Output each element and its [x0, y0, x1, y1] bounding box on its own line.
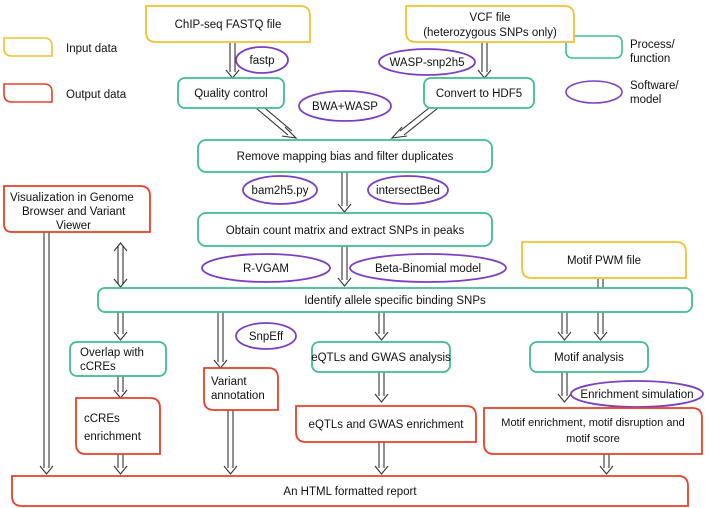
arrow-hdf5-to-remove: [390, 103, 439, 139]
output-variant-annotation: Variant annotation: [203, 367, 279, 411]
legend-software-label-1: Software/: [630, 80, 679, 92]
arrow-ccres-to-report: [113, 454, 128, 475]
software-intersectbed-label: intersectBed: [376, 185, 440, 197]
legend-input-swatch: [3, 37, 53, 57]
legend-process-swatch: [565, 35, 623, 59]
arrow-eqtlenrich-to-report: [374, 442, 389, 475]
legend-software-swatch: [565, 80, 623, 104]
process-qc: Quality control: [177, 77, 285, 109]
software-enrichment-sim-label: Enrichment simulation: [580, 389, 693, 401]
input-vcf-label-1: VCF file: [470, 12, 511, 24]
arrow-identify-to-variant: [213, 312, 228, 369]
process-hdf5: Convert to HDF5: [423, 77, 535, 109]
output-eqtl-gwas-enrichment: eQTLs and GWAS enrichment: [295, 405, 477, 443]
output-visualization: Visualization in Genome Browser and Vari…: [3, 185, 151, 233]
arrow-motif-to-enrich: [557, 372, 572, 403]
input-vcf: VCF file (heterozygous SNPs only): [405, 5, 575, 43]
process-count-matrix-label: Obtain count matrix and extract SNPs in …: [226, 225, 465, 237]
output-visualization-label-3: Viewer: [56, 220, 91, 232]
software-rvgam: R-VGAM: [201, 253, 331, 283]
software-rvgam-label: R-VGAM: [243, 263, 289, 275]
software-bwa-wasp: BWA+WASP: [298, 90, 392, 122]
software-bwa-wasp-label: BWA+WASP: [312, 101, 378, 113]
flow-arrows: [39, 43, 614, 475]
output-motif-enrichment-label-2: motif score: [566, 433, 620, 445]
input-vcf-label-2: (heterozygous SNPs only): [423, 27, 557, 39]
software-betabinomial-label: Beta-Binomial model: [375, 263, 481, 275]
legend-output-swatch: [3, 83, 53, 103]
output-ccres-enrichment-label-1: cCREs: [84, 413, 120, 425]
software-intersectbed: intersectBed: [367, 175, 449, 205]
output-ccres-enrichment-label-2: enrichment: [84, 431, 142, 443]
process-overlap-ccres: Overlap with cCREs: [69, 341, 167, 377]
output-visualization-label-2: Browser and Variant: [22, 206, 126, 218]
arrow-eqtl-to-enrich: [374, 372, 389, 403]
process-identify-asb-label: Identify allele specific binding SNPs: [304, 295, 486, 307]
arrow-overlap-to-ccres: [113, 376, 128, 399]
legend-output-label: Output data: [66, 89, 127, 101]
legend-software-label-2: model: [630, 94, 661, 106]
input-motif-pwm: Motif PWM file: [521, 241, 687, 279]
legend-process-label-1: Process/: [630, 39, 676, 51]
output-visualization-label-1: Visualization in Genome: [10, 192, 134, 204]
arrow-identify-to-eqtl: [374, 312, 389, 341]
arrow-qc-to-remove: [255, 103, 298, 139]
process-motif-analysis: Motif analysis: [529, 341, 649, 373]
process-overlap-ccres-label-2: cCREs: [80, 361, 116, 373]
process-remove-bias-label: Remove mapping bias and filter duplicate…: [237, 151, 454, 163]
output-report: An HTML formatted report: [11, 475, 689, 507]
software-fastp-label: fastp: [250, 55, 275, 67]
process-qc-label: Quality control: [194, 88, 268, 100]
software-snpeff: SnpEff: [235, 322, 297, 350]
process-count-matrix: Obtain count matrix and extract SNPs in …: [197, 212, 493, 247]
software-betabinomial: Beta-Binomial model: [349, 253, 507, 283]
input-motif-pwm-label: Motif PWM file: [567, 255, 641, 267]
software-bam2h5-label: bam2h5.py: [252, 185, 309, 197]
arrow-identify-to-motif: [557, 312, 572, 341]
output-motif-enrichment: Motif enrichment, motif disruption and m…: [483, 407, 703, 455]
software-snpeff-label: SnpEff: [249, 331, 284, 343]
software-wasp-snp2h5: WASP-snp2h5: [378, 48, 476, 76]
arrow-identify-to-overlap: [113, 312, 128, 341]
arrow-identify-visualization: [113, 242, 128, 288]
legend: Input data Output data Process/ function…: [3, 35, 679, 106]
output-motif-enrichment-label-1: Motif enrichment, motif disruption and: [501, 417, 684, 429]
arrow-vcf-to-hdf5: [477, 43, 492, 79]
arrow-count-to-identify: [337, 246, 352, 287]
process-eqtl-gwas: eQTLs and GWAS analysis: [311, 341, 451, 373]
software-wasp-snp2h5-label: WASP-snp2h5: [390, 57, 465, 69]
software-fastp: fastp: [235, 46, 289, 74]
arrow-variant-to-report: [223, 410, 238, 475]
process-motif-analysis-label: Motif analysis: [554, 352, 624, 364]
input-chipseq: ChIP-seq FASTQ file: [145, 5, 311, 43]
arrow-motifenrich-to-report: [599, 454, 614, 475]
output-ccres-enrichment: cCREs enrichment: [75, 397, 161, 455]
arrow-visualization-to-report: [39, 232, 54, 475]
process-identify-asb: Identify allele specific binding SNPs: [97, 287, 693, 313]
output-variant-annotation-label-2: annotation: [211, 390, 265, 402]
output-variant-annotation-label-1: Variant: [211, 376, 247, 388]
legend-input-label: Input data: [66, 43, 118, 55]
output-eqtl-gwas-enrichment-label: eQTLs and GWAS enrichment: [309, 419, 465, 431]
process-eqtl-gwas-label: eQTLs and GWAS analysis: [311, 352, 451, 364]
process-overlap-ccres-label-1: Overlap with: [80, 347, 144, 359]
software-bam2h5: bam2h5.py: [242, 175, 318, 205]
arrow-remove-to-count: [337, 172, 352, 213]
output-report-label: An HTML formatted report: [283, 486, 417, 498]
process-remove-bias: Remove mapping bias and filter duplicate…: [197, 139, 493, 173]
process-hdf5-label: Convert to HDF5: [436, 88, 522, 100]
input-chipseq-label: ChIP-seq FASTQ file: [175, 19, 282, 31]
legend-process-label-2: function: [630, 53, 670, 65]
software-enrichment-sim: Enrichment simulation: [570, 380, 704, 408]
